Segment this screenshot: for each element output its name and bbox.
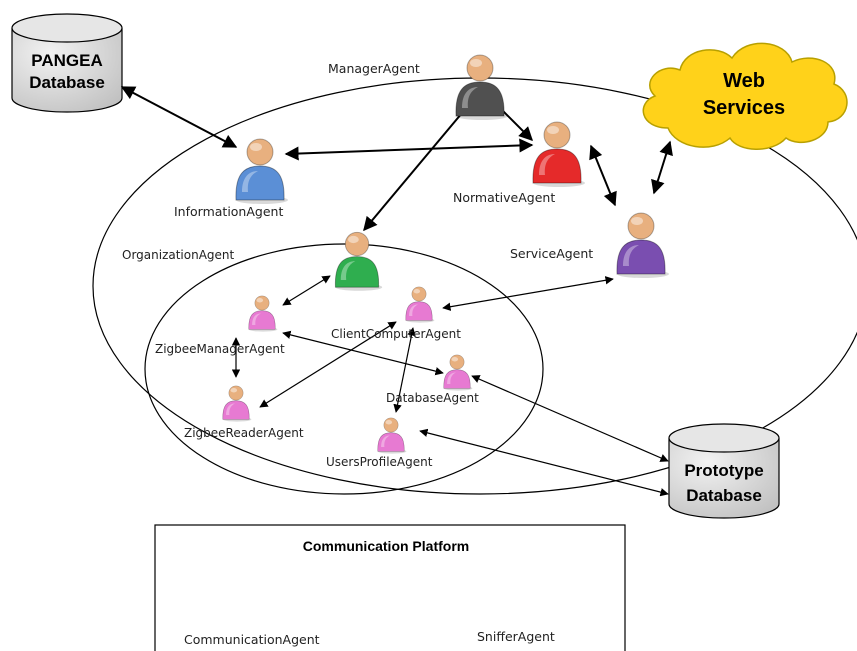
arrow-database-prototype [471,375,669,462]
communication-platform-title: Communication Platform [303,538,469,554]
arrow-clientcomputer-usersprofile [393,327,416,413]
manager-agent-icon [455,54,508,120]
users-profile-agent-label: UsersProfileAgent [326,455,433,469]
arrow-information-normative [284,138,534,161]
organization-ellipse [144,243,544,495]
information-agent-icon [235,138,288,204]
client-computer-agent-label: ClientComputerAgent [331,327,461,341]
organization-agent-icon [334,231,383,291]
sniffer-agent-label: SnifferAgent [477,629,555,644]
pangea-db-line2: Database [29,73,105,92]
communication-platform: Communication Platform CommunicationAgen… [154,524,626,651]
arrow-usersprofile-prototype [419,428,669,497]
arrow-manager-organization [363,112,463,232]
normative-agent-label: NormativeAgent [453,190,555,205]
arrow-clientcomputer-zigbeereader [259,321,397,408]
arrow-normative-service [589,144,617,207]
pangea-db-line1: PANGEA [31,51,102,70]
information-agent-label: InformationAgent [174,204,283,219]
database-agent-label: DatabaseAgent [386,391,479,405]
zigbee-manager-agent-icon [248,295,278,332]
zigbee-manager-agent-label: ZigbeeManagerAgent [155,342,285,356]
prototype-db-line1: Prototype [684,461,763,480]
arrow-organization-zigbeemanager [282,275,331,306]
arrow-service-clientcomputer [442,276,614,311]
normative-agent-icon [532,121,585,187]
database-agent-icon [443,354,473,391]
prototype-database-icon: Prototype Database [668,423,780,519]
client-computer-agent-icon [405,286,435,323]
service-agent-label: ServiceAgent [510,246,593,261]
arrow-pangea-information [120,86,238,148]
pangea-database-icon: PANGEA Database [11,13,123,113]
manager-agent-label: ManagerAgent [328,61,420,76]
communication-platform-box [154,524,626,651]
service-agent-icon [616,212,669,278]
web-services-cloud-icon: Web Services [642,42,848,150]
arrow-service-webservices [651,140,673,195]
web-services-line2: Services [703,97,785,119]
zigbee-reader-agent-label: ZigbeeReaderAgent [184,426,304,440]
web-services-line1: Web [723,70,765,92]
prototype-db-line2: Database [686,486,762,505]
users-profile-agent-icon [377,417,407,454]
organization-agent-label: OrganizationAgent [122,248,235,262]
communication-agent-label: CommunicationAgent [184,632,320,647]
zigbee-reader-agent-icon [222,385,252,422]
